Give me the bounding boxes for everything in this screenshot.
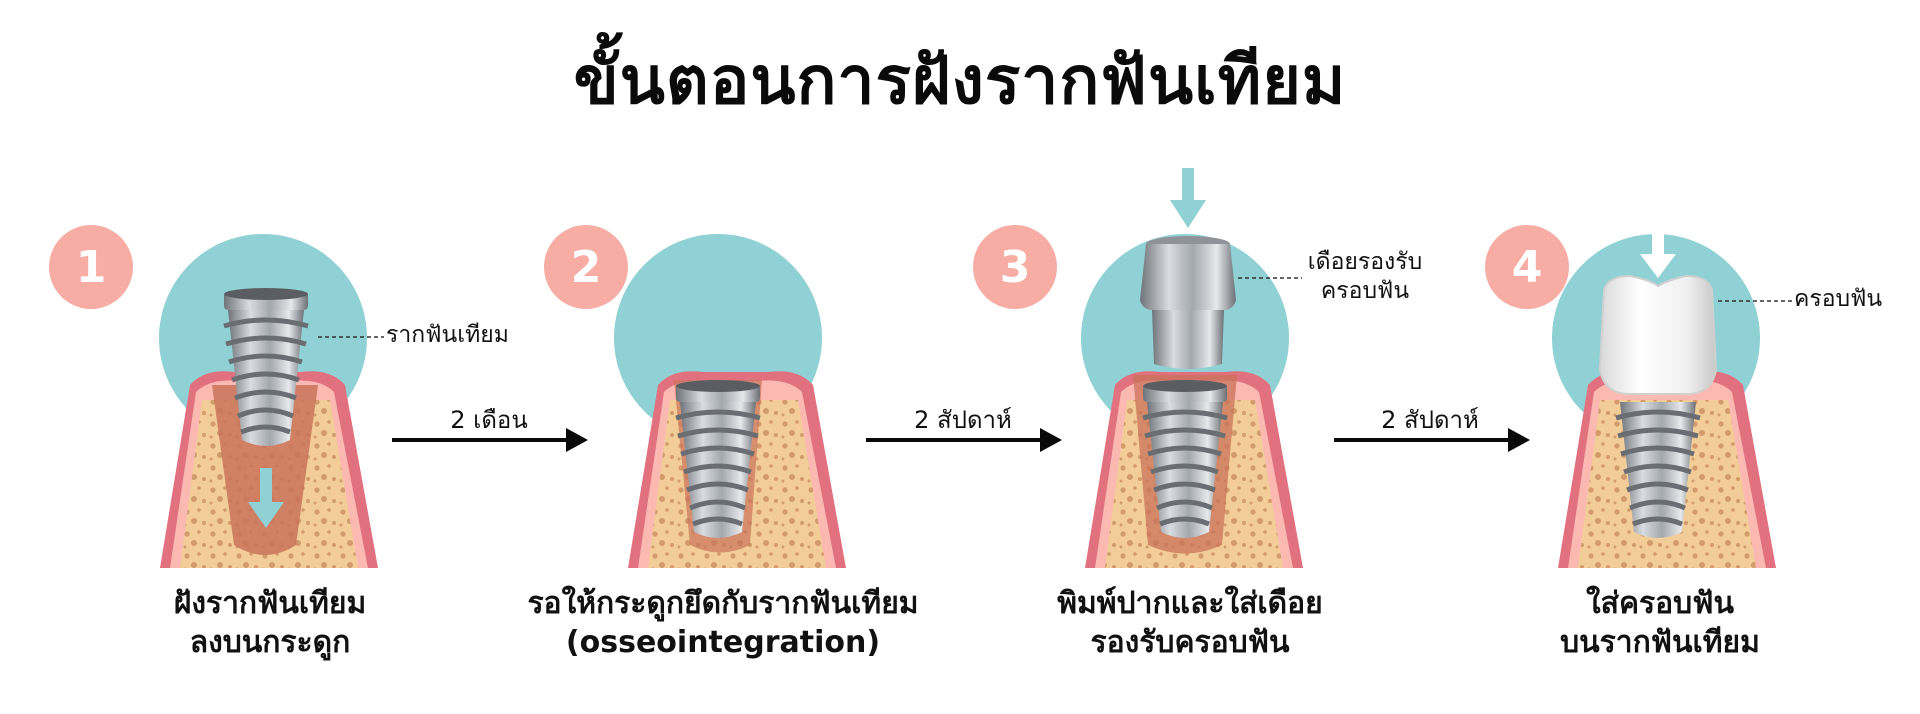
step-3-callout-label: เดือยรองรับ ครอบฟัน: [1300, 248, 1430, 306]
step-3-callout-line2: ครอบฟัน: [1320, 277, 1410, 304]
step-2-illustration: [614, 234, 846, 568]
step-4-callout-label: ครอบฟัน: [1794, 286, 1883, 312]
step-4-down-arrow-icon: [1640, 228, 1676, 278]
step-4-number-badge: 4: [1485, 225, 1569, 309]
step-3-implant-screw: [1142, 380, 1228, 538]
step-3-caption: พิมพ์ปากและใส่เดือย รองรับครอบฟัน: [1010, 584, 1370, 662]
step-3-down-arrow-icon: [1170, 168, 1206, 228]
step-3-callout-line1: เดือยรองรับ: [1307, 249, 1423, 275]
arrow-2-label: 2 สัปดาห์: [914, 406, 1012, 434]
arrow-3-label: 2 สัปดาห์: [1381, 406, 1479, 434]
step-2-implant-screw: [675, 380, 761, 538]
step-4-caption-line2: บนรากฟันเทียม: [1560, 625, 1760, 660]
step-4-illustration: [1552, 228, 1792, 568]
step-2-caption-line1: รอให้กระดูกยึดกับรากฟันเทียม: [527, 586, 919, 621]
step-4-caption: ใส่ครอบฟัน บนรากฟันเทียม: [1500, 584, 1820, 662]
arrow-3: [1334, 428, 1530, 452]
step-3-caption-line2: รองรับครอบฟัน: [1090, 625, 1290, 660]
arrow-2: [866, 428, 1062, 452]
step-1-number-badge: 1: [49, 225, 133, 309]
step-3-number-badge: 3: [973, 225, 1057, 309]
step-1-caption-line2: ลงบนกระดูก: [189, 625, 351, 660]
page-title: ขั้นตอนการฝังรากฟันเทียม: [573, 42, 1347, 119]
step-3-abutment: [1140, 236, 1236, 369]
step-2-number-badge: 2: [544, 225, 628, 309]
step-3-caption-line1: พิมพ์ปากและใส่เดือย: [1057, 586, 1323, 621]
step-2-caption: รอให้กระดูกยึดกับรากฟันเทียม (osseointeg…: [478, 584, 968, 662]
step-4-crown: [1598, 274, 1718, 395]
step-1-callout-label: รากฟันเทียม: [386, 322, 509, 348]
step-4-implant-screw: [1615, 402, 1701, 538]
step-1-caption-line1: ฝังรากฟันเทียม: [173, 586, 367, 621]
arrow-1-label: 2 เดือน: [450, 406, 528, 434]
step-4-caption-line1: ใส่ครอบฟัน: [1586, 586, 1734, 621]
step-1-caption: ฝังรากฟันเทียม ลงบนกระดูก: [100, 584, 440, 662]
step-2-caption-line2: (osseointegration): [565, 625, 881, 660]
step-1-illustration: [159, 234, 384, 568]
step-1-implant-screw: [223, 288, 309, 446]
step-3-illustration: [1081, 168, 1303, 568]
arrow-1: [392, 428, 588, 452]
step-1-down-arrow-icon: [248, 468, 284, 528]
